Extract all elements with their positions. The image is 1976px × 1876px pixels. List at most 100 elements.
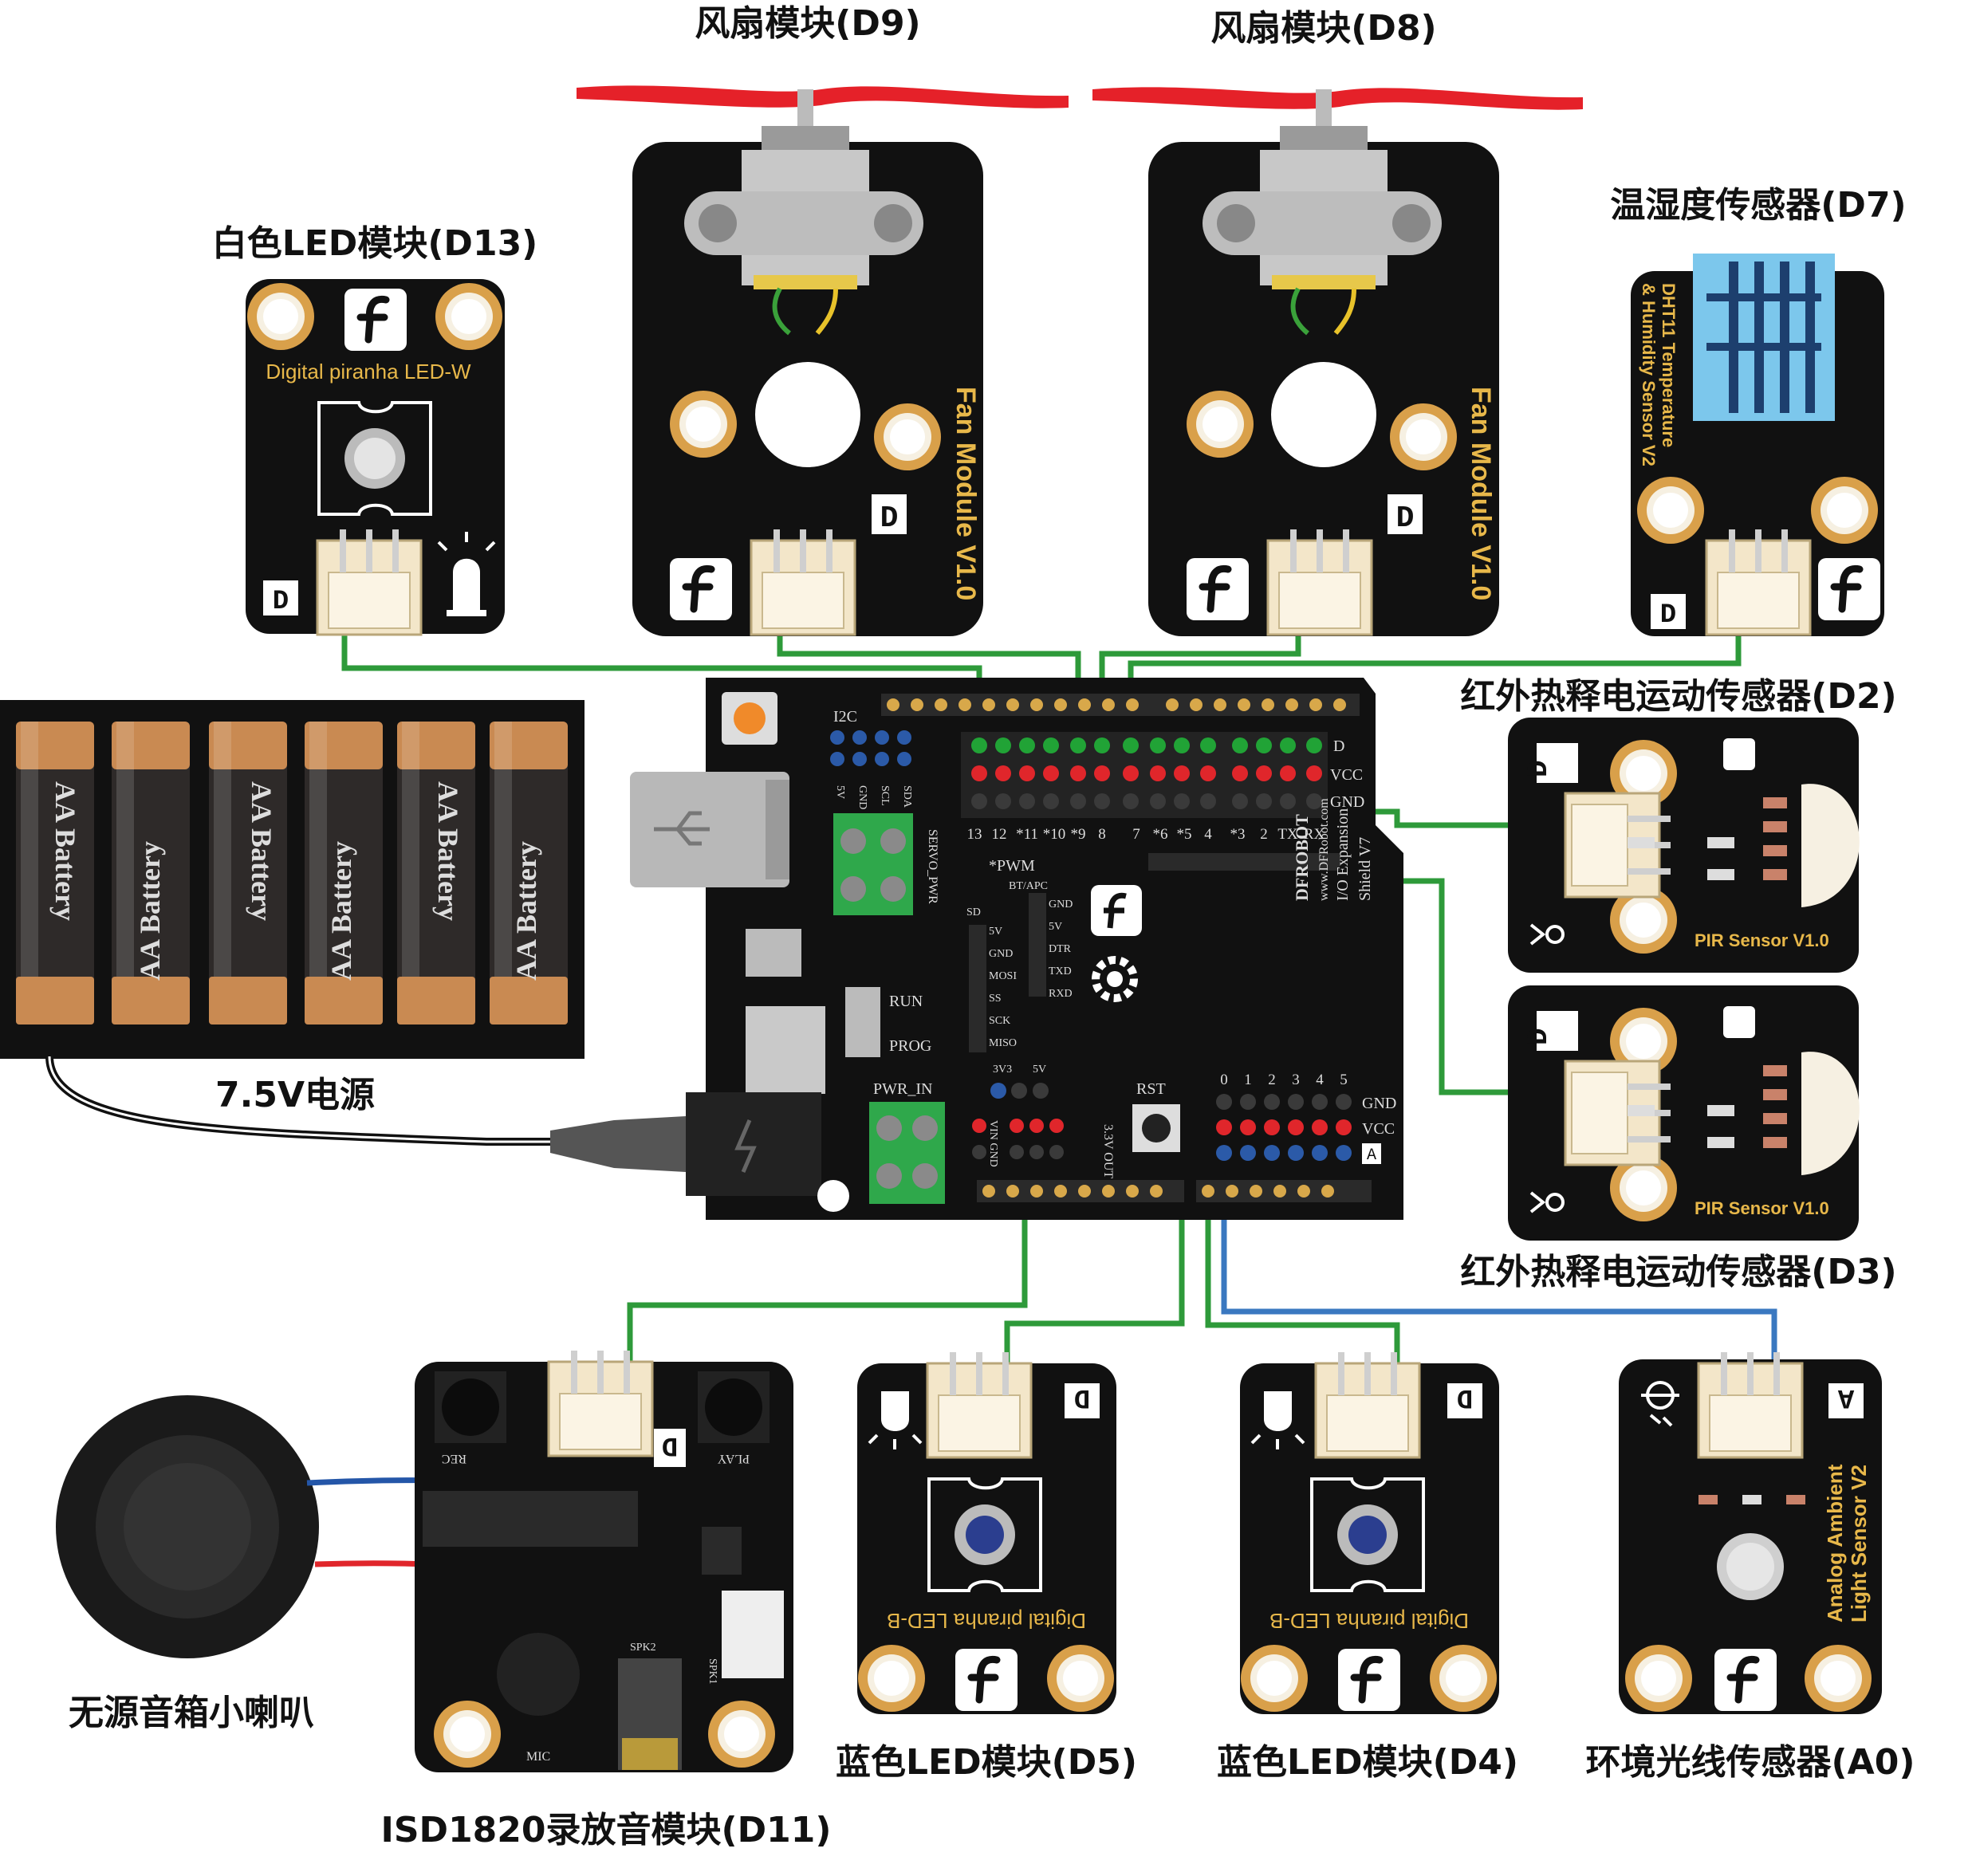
propeller-icon (1092, 87, 1583, 110)
pin-label: *11 (1016, 826, 1038, 843)
sd-pin: GND (989, 948, 1013, 960)
pir-silk-label: PIR Sensor V1.0 (1695, 1198, 1829, 1218)
dfrobot-logo-icon (1818, 558, 1880, 620)
analog-a-label: A (1367, 1146, 1376, 1165)
pin-label: *3 (1230, 826, 1246, 843)
pin-label: 2 (1260, 826, 1268, 843)
mic-label: MIC (526, 1750, 550, 1764)
digital-pin-rows: D VCC GND 13 12 *11 *10 *9 8 7 *6 *5 4 *… (961, 732, 1364, 843)
analog-pin-label: 4 (1316, 1072, 1324, 1088)
battery-label: AA Battery (246, 781, 278, 921)
bt-pin: RXD (1049, 988, 1073, 1000)
i2c-pin: SDA (901, 785, 913, 808)
battery-pack: AA Battery AA Battery AA Battery AA Batt… (0, 700, 585, 1059)
5v-label: 5V (1033, 1064, 1046, 1076)
sd-pin: MOSI (989, 970, 1017, 982)
sd-pin: SS (989, 993, 1002, 1005)
fan-d-marker: D (1396, 501, 1415, 536)
vin-gnd-label: VIN GND (987, 1120, 999, 1167)
white-led-silk: Digital piranha LED-W (266, 360, 471, 383)
pin-label: *5 (1177, 826, 1192, 843)
pin-label: 8 (1098, 826, 1106, 843)
3v3-label: 3V3 (993, 1064, 1012, 1076)
bt-pin: DTR (1049, 943, 1072, 955)
analog-gnd-label: GND (1362, 1095, 1396, 1112)
pin-label: 13 (967, 826, 982, 843)
blue-led-module-d5: D Digital piranha LED-B (857, 1351, 1116, 1714)
pir-d-marker: D (1522, 1028, 1555, 1045)
header-bottom (977, 1180, 1372, 1202)
blue-led-module-d4: D Digital piranha LED-B (1240, 1351, 1499, 1714)
bt-pin: TXD (1049, 966, 1072, 977)
isd1820-module-d11: REC PLAY D SPK2 SPK1 MIC (415, 1349, 793, 1772)
pin-label: *6 (1153, 826, 1168, 843)
light-silk-1: Analog Ambient (1823, 1464, 1847, 1622)
gear-icon (1092, 956, 1138, 1002)
run-label: RUN (889, 993, 923, 1010)
blue-led-silk: Digital piranha LED-B (1269, 1609, 1469, 1633)
analog-pin-label: 2 (1268, 1072, 1276, 1088)
row-d-label: D (1333, 737, 1344, 755)
fan-d-marker: D (880, 501, 899, 536)
light-silk-2: Light Sensor V2 (1847, 1465, 1871, 1622)
io-expansion-shield: I2C 5V GND SCL SDA SERVO_PWR *PWM BT/APC (630, 678, 1403, 1220)
battery-label: AA Battery (510, 841, 542, 981)
label-pir-d2: 红外热释电运动传感器(D2) (1460, 676, 1896, 717)
pir-sensor-d3: D PIR Sensor V1.0 (1508, 985, 1860, 1241)
label-light: 环境光线传感器(A0) (1586, 1742, 1915, 1783)
white-led-module-d13: Digital piranha LED-W D (246, 279, 505, 636)
pir-icon (1529, 1191, 1565, 1213)
dfrobot-logo-icon (1091, 885, 1142, 936)
row-vcc-label: VCC (1330, 766, 1363, 784)
i2c-pin: 5V (834, 785, 846, 799)
shield-brand: DFROBOT (1292, 814, 1312, 901)
blue-led-d-marker: D (1074, 1382, 1090, 1412)
light-a-marker: A (1837, 1382, 1854, 1412)
blue-led-silk: Digital piranha LED-B (887, 1609, 1086, 1633)
spk1-label: SPK1 (707, 1658, 718, 1685)
pin-label: 4 (1204, 826, 1212, 843)
analog-pin-rows: 0 1 2 3 4 5 GND VCC A (1216, 1072, 1396, 1165)
led-icon (1250, 1391, 1305, 1449)
out33-label: 3.3V OUT (1101, 1124, 1115, 1178)
servo-pwr-label: SERVO_PWR (926, 829, 939, 904)
pin-label: *10 (1043, 826, 1066, 843)
lightning-icon (734, 1119, 757, 1173)
pir-silk-label: PIR Sensor V1.0 (1695, 930, 1829, 950)
rst-label: RST (1136, 1080, 1166, 1098)
label-blue-d4: 蓝色LED模块(D4) (1217, 1742, 1518, 1783)
fan-silk-label: Fan Module V1.0 (951, 387, 981, 600)
analog-pin-label: 5 (1340, 1072, 1348, 1088)
analog-pin-label: 1 (1244, 1072, 1252, 1088)
label-blue-d5: 蓝色LED模块(D5) (836, 1742, 1137, 1783)
pin-label: TX (1277, 826, 1298, 843)
prog-label: PROG (889, 1037, 931, 1055)
dht-silk-1: DHT11 Temperature (1659, 283, 1679, 447)
pwm-label: *PWM (989, 857, 1035, 875)
dfrobot-logo-icon (1338, 1649, 1400, 1711)
sd-pin: SCK (989, 1015, 1010, 1027)
i2c-label: I2C (833, 708, 857, 726)
bt-apc-label: BT/APC (1009, 880, 1048, 892)
analog-vcc-label: VCC (1362, 1120, 1395, 1138)
led-icon (868, 1391, 923, 1449)
sd-pin: 5V (989, 926, 1002, 938)
dfrobot-logo-icon (955, 1649, 1018, 1711)
dht-d-marker: D (1660, 600, 1676, 631)
fan-silk-label: Fan Module V1.0 (1466, 387, 1496, 600)
pin-label: *9 (1071, 826, 1086, 843)
battery-label: AA Battery (134, 841, 166, 981)
shield-name: I/O Expansion (1334, 808, 1352, 901)
analog-pin-label: 3 (1292, 1072, 1300, 1088)
pin-label: RX (1304, 826, 1325, 843)
bt-pin: GND (1049, 899, 1073, 910)
dfrobot-logo-icon (1187, 558, 1249, 620)
dht11-sensor-d7: DHT11 Temperature & Humidity Sensor V2 D (1631, 254, 1884, 636)
label-pir-d3: 红外热释电运动传感器(D3) (1460, 1252, 1896, 1292)
ambient-light-sensor-a0: A Analog Ambient Light Sensor V2 (1619, 1351, 1882, 1714)
play-label: PLAY (717, 1452, 750, 1465)
spk2-label: SPK2 (630, 1642, 656, 1654)
pin-label: 7 (1132, 826, 1140, 843)
pwr-in-label: PWR_IN (873, 1080, 932, 1098)
